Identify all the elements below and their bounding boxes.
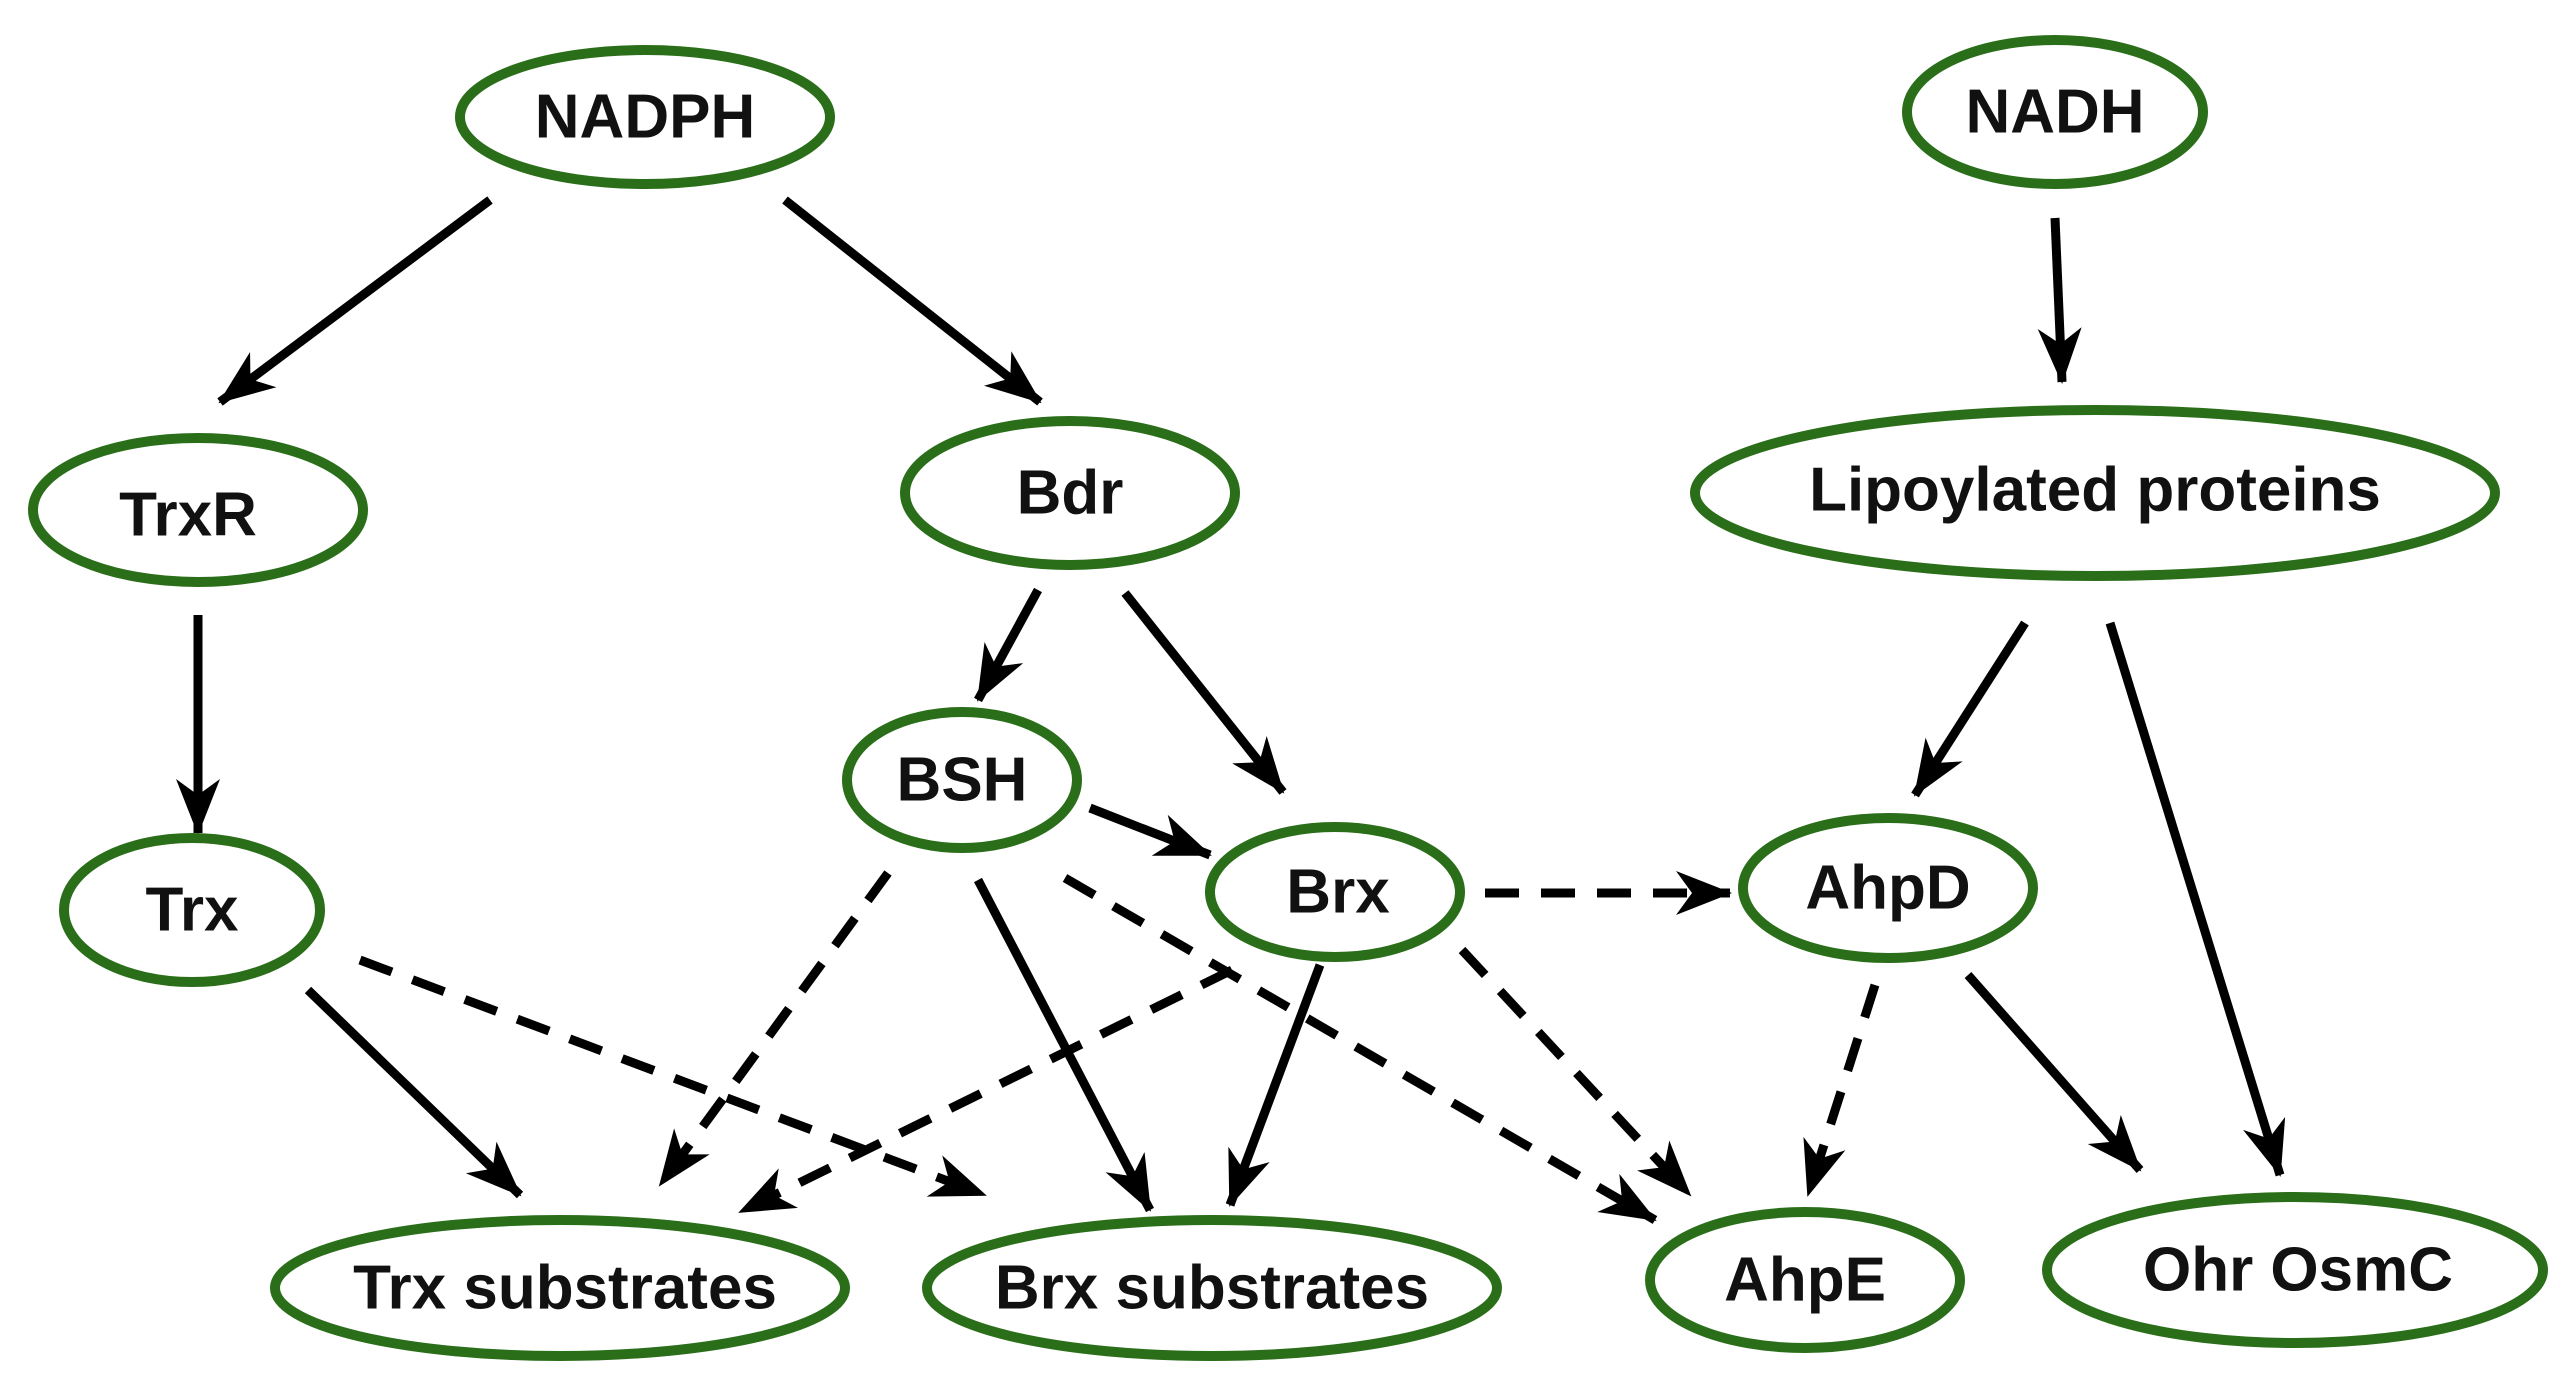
edge-bsh-to-brx-substrates xyxy=(974,877,1154,1213)
node-trxr: TrxR xyxy=(28,433,368,587)
node-ahpd: AhpD xyxy=(1738,813,2038,963)
node-ohr-osmc-ellipse xyxy=(2042,1192,2548,1348)
node-trx-substrates: Trx substrates xyxy=(270,1215,850,1361)
edge-ahpd-to-ohr-osmc xyxy=(1964,972,2144,1173)
node-trx-ellipse xyxy=(59,833,325,987)
node-ahpd-ellipse xyxy=(1738,813,2038,963)
node-trx: Trx xyxy=(59,833,325,987)
node-brx-label: Brx xyxy=(1286,858,1390,927)
edge-bsh-to-brx xyxy=(1088,803,1212,860)
node-brx-substrates-label: Brx substrates xyxy=(995,1254,1429,1323)
edge-nadph-to-bdr xyxy=(782,196,1043,406)
edge-bdr-to-bsh xyxy=(974,587,1042,703)
node-nadph: NADPH xyxy=(455,45,835,189)
edge-lipoylated-to-ahpd xyxy=(1911,620,2029,798)
node-brx-substrates-ellipse xyxy=(922,1215,1502,1361)
node-bsh-label: BSH xyxy=(897,746,1028,815)
node-brx-ellipse xyxy=(1205,822,1465,962)
node-ohr-osmc: Ohr OsmC xyxy=(2042,1192,2548,1348)
edge-lipoylated-to-ohr-osmc xyxy=(2105,621,2286,1177)
node-bdr-label: Bdr xyxy=(1017,459,1124,528)
node-brx-substrates: Brx substrates xyxy=(922,1215,1502,1361)
node-bdr: Bdr xyxy=(900,416,1240,570)
node-brx: Brx xyxy=(1205,822,1465,962)
node-lipoylated-proteins-label: Lipoylated proteins xyxy=(1809,456,2381,525)
edge-brx-to-trx-substrates xyxy=(738,965,1234,1217)
node-nadph-ellipse xyxy=(455,45,835,189)
edge-ahpd-to-ahpe xyxy=(1803,983,1880,1197)
nodes-layer: NADPH NADH TrxR Bdr Lipoylated proteins … xyxy=(28,35,2548,1361)
edges-layer xyxy=(176,196,2286,1224)
node-trxr-ellipse xyxy=(28,433,368,587)
node-ahpe-ellipse xyxy=(1645,1207,1965,1353)
edge-bsh-to-trx-substrates xyxy=(656,870,892,1188)
node-ahpd-label: AhpD xyxy=(1805,854,1970,923)
edge-nadh-to-lipoylated xyxy=(2037,217,2082,384)
node-trx-substrates-label: Trx substrates xyxy=(353,1254,777,1323)
node-ahpe: AhpE xyxy=(1645,1207,1965,1353)
edge-bdr-to-brx xyxy=(1121,590,1287,795)
node-nadh-label: NADH xyxy=(1965,78,2144,147)
node-trx-label: Trx xyxy=(145,876,239,945)
node-nadph-label: NADPH xyxy=(535,83,755,152)
node-trx-substrates-ellipse xyxy=(270,1215,850,1361)
node-lipoylated-proteins: Lipoylated proteins xyxy=(1690,405,2500,581)
node-bsh-ellipse xyxy=(842,707,1082,853)
node-ohr-osmc-label: Ohr OsmC xyxy=(2143,1236,2453,1305)
node-trxr-label: TrxR xyxy=(119,481,257,550)
edge-trx-to-trx-substrates xyxy=(304,986,524,1199)
node-nadh-ellipse xyxy=(1902,35,2208,189)
edge-bsh-to-ahpe xyxy=(1062,874,1658,1224)
edge-brx-to-ahpe xyxy=(1458,946,1694,1199)
edge-trx-to-brx-substrates xyxy=(358,955,987,1200)
node-bsh: BSH xyxy=(842,707,1082,853)
node-bdr-ellipse xyxy=(900,416,1240,570)
node-lipoylated-proteins-ellipse xyxy=(1690,405,2500,581)
node-nadh: NADH xyxy=(1902,35,2208,189)
node-ahpe-label: AhpE xyxy=(1724,1246,1886,1315)
edge-nadph-to-trxr xyxy=(217,196,493,406)
edge-brx-to-brx-substrates xyxy=(1225,963,1325,1207)
